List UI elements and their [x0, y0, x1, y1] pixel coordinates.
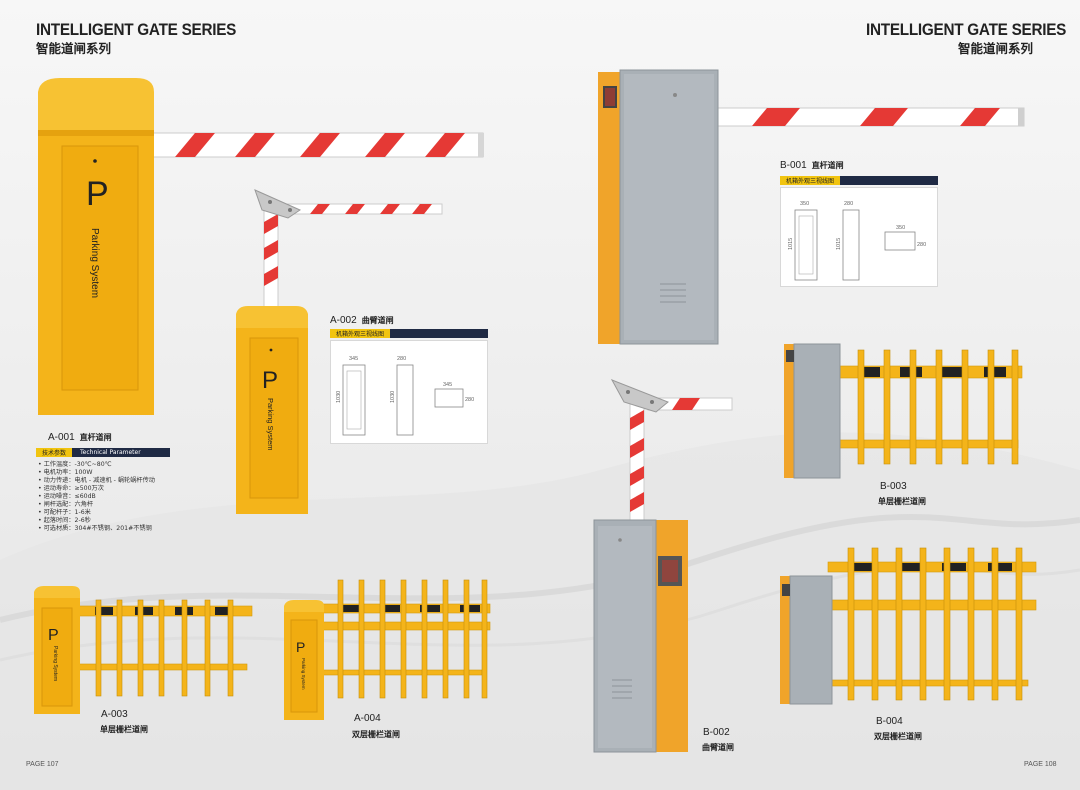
b004-code: B-004: [876, 716, 903, 727]
a002-folding-arm: [254, 189, 443, 310]
left-page-number: PAGE 107: [26, 761, 59, 768]
a001-cabinet-label: Parking System: [89, 228, 100, 298]
b002-name: 曲臂道闸: [702, 743, 734, 752]
b003-name: 单层栅栏道闸: [878, 497, 926, 506]
b004-name: 双层栅栏道闸: [874, 732, 922, 741]
a001-logo-p: P: [86, 175, 109, 213]
svg-text:1015: 1015: [788, 238, 794, 250]
svg-text:280: 280: [917, 242, 926, 248]
a002-banner: 机箱外观三视线图: [330, 329, 488, 338]
svg-text:P: P: [262, 367, 278, 394]
b001-banner: 机箱外观三视线图: [780, 176, 938, 185]
spec-item: 工作温度：-30℃~80℃: [38, 461, 155, 469]
right-series-title-cn: 智能道闸系列: [958, 41, 1034, 56]
b004-cabinet: [780, 575, 833, 705]
spec-item: 运动噪音：≤60dB: [38, 493, 155, 501]
a001-spec-list: 工作温度：-30℃~80℃ 电机功率：100W 动力传递：电机 - 减速机 - …: [38, 461, 155, 533]
a002-cabinet: [236, 306, 308, 514]
a003-code: A-003: [101, 709, 128, 720]
svg-text:280: 280: [397, 356, 406, 362]
b002-code: B-002: [703, 727, 730, 738]
left-series-title-cn: 智能道闸系列: [36, 41, 112, 56]
a004-name: 双层栅栏道闸: [352, 730, 400, 739]
b001-boom-arm: [715, 107, 1025, 127]
spec-item: 闸杆选配：六角杆: [38, 501, 155, 509]
svg-text:345: 345: [443, 382, 452, 388]
svg-text:280: 280: [465, 397, 474, 403]
svg-text:345: 345: [349, 356, 358, 362]
svg-text:350: 350: [800, 201, 809, 207]
a002-dimension-drawing: 345 280 1030 1030 345 280: [330, 340, 488, 444]
a004-cabinet: [284, 600, 324, 720]
b003-code: B-003: [880, 481, 907, 492]
left-series-title: INTELLIGENT GATE SERIES: [36, 20, 237, 39]
b002-cabinet: [593, 519, 688, 753]
spec-item: 运动寿命：≥500万次: [38, 485, 155, 493]
a001-cabinet: [38, 78, 154, 415]
spec-item: 可选材质：304#不锈钢、201#不锈钢: [38, 525, 155, 533]
svg-text:P: P: [48, 627, 59, 644]
svg-text:280: 280: [844, 201, 853, 207]
svg-text:1015: 1015: [836, 238, 842, 250]
spec-item: 起落时间：2-6秒: [38, 517, 155, 525]
a004-fence-arm: [321, 579, 491, 699]
right-series-title: INTELLIGENT GATE SERIES: [866, 20, 1067, 39]
b003-cabinet: [784, 343, 841, 479]
b001-cabinet: [598, 69, 719, 345]
svg-text:1030: 1030: [336, 391, 342, 403]
a004-code: A-004: [354, 713, 381, 724]
spec-item: 可配杆子：1-6米: [38, 509, 155, 517]
a003-cabinet: [34, 586, 80, 714]
b004-fence-arm: [827, 547, 1037, 701]
a003-fence-arm: [71, 599, 253, 697]
b003-fence-arm: [837, 349, 1023, 465]
svg-text:1030: 1030: [390, 391, 396, 403]
svg-text:P: P: [296, 639, 305, 655]
b001-dimension-drawing: 350 280 1015 1015 350 280: [780, 187, 938, 287]
svg-text:Parking System: Parking System: [52, 646, 58, 681]
svg-text:Parking System: Parking System: [266, 398, 275, 451]
spec-item: 动力传递：电机 - 减速机 - 蜗轮蜗杆传动: [38, 477, 155, 485]
svg-text:Parking System: Parking System: [301, 658, 306, 690]
svg-text:350: 350: [896, 225, 905, 231]
right-page-number: PAGE 108: [1024, 761, 1057, 768]
spec-item: 电机功率：100W: [38, 469, 155, 477]
a003-name: 单层栅栏道闸: [100, 725, 148, 734]
